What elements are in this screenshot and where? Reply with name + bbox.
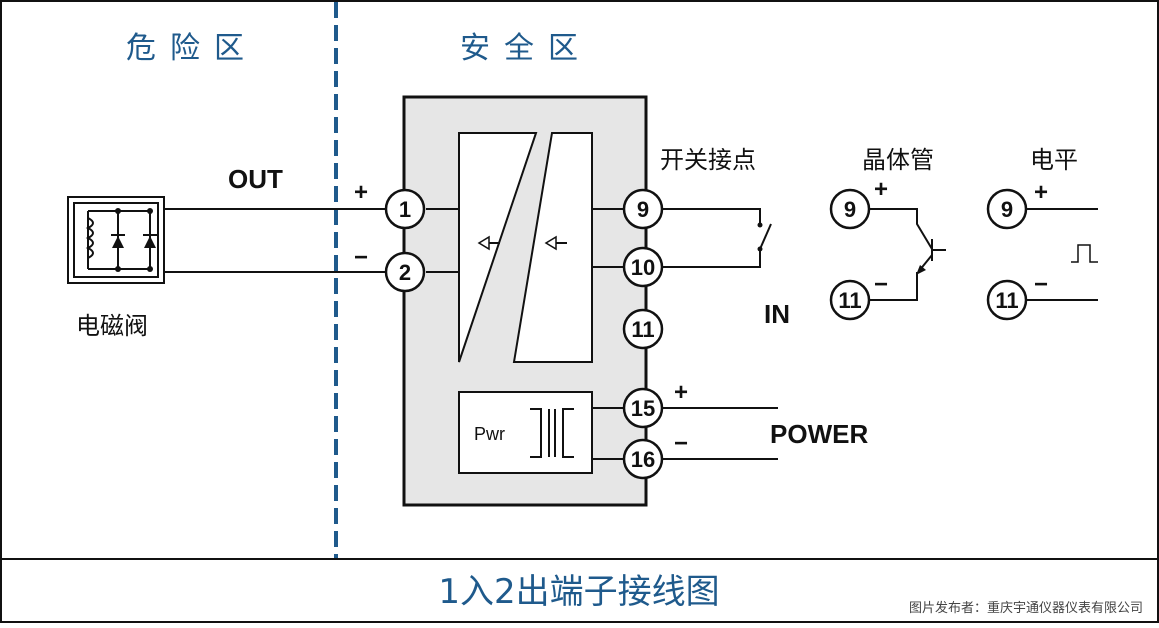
terminal-16: 16 (622, 438, 664, 480)
solenoid-valve-icon (67, 196, 165, 284)
transformer-icon (530, 408, 574, 458)
terminal-15: 15 (622, 387, 664, 429)
signal-arrow-icon (544, 235, 567, 251)
signal-arrow-icon (477, 235, 500, 251)
terminal-2: 2 (384, 251, 426, 293)
out-plus-sign: + (354, 179, 368, 206)
svg-text:1: 1 (399, 197, 411, 222)
solenoid-valve-label: 电磁阀 (76, 312, 148, 340)
pulse-icon (1071, 244, 1098, 263)
terminal-9: 9 (622, 188, 664, 230)
svg-text:11: 11 (838, 288, 861, 313)
safe-zone-label: 安全区 (460, 31, 592, 66)
level-minus-sign: − (1034, 271, 1048, 298)
switch-lower-wire (662, 249, 761, 268)
pwr-label: Pwr (474, 424, 505, 444)
transistor-terminal-11: 11 (829, 279, 871, 321)
svg-text:16: 16 (631, 447, 655, 472)
svg-text:15: 15 (631, 396, 655, 421)
in-label: IN (764, 299, 790, 329)
svg-text:9: 9 (637, 197, 649, 222)
output-channel-block (458, 132, 538, 363)
power-supply-block (458, 391, 593, 474)
level-terminal-9: 9 (986, 188, 1028, 230)
svg-text:10: 10 (631, 255, 655, 280)
switch-upper-wire (662, 208, 761, 224)
hazardous-zone-label: 危险区 (126, 31, 258, 66)
level-plus-sign: + (1034, 179, 1048, 206)
out-label: OUT (228, 164, 283, 194)
transistor-icon (869, 208, 946, 301)
out-minus-sign: − (354, 244, 368, 271)
publisher-credit: 图片发布者：重庆宇通仪器仪表有限公司 (909, 600, 1143, 616)
power-plus-sign: + (674, 379, 688, 406)
terminal-1: 1 (384, 188, 426, 230)
diagram-caption: 1入2出端子接线图 (438, 572, 719, 612)
svg-text:2: 2 (399, 260, 411, 285)
transistor-label: 晶体管 (862, 146, 934, 174)
power-minus-sign: − (674, 430, 688, 457)
transistor-minus-sign: − (874, 271, 888, 298)
svg-text:9: 9 (844, 197, 856, 222)
level-terminal-11: 11 (986, 279, 1028, 321)
level-label: 电平 (1030, 146, 1078, 174)
svg-text:9: 9 (1001, 197, 1013, 222)
transistor-terminal-9: 9 (829, 188, 871, 230)
svg-text:11: 11 (631, 317, 654, 342)
power-label: POWER (770, 419, 868, 449)
terminal-10: 10 (622, 246, 664, 288)
terminal-11: 11 (622, 308, 664, 350)
switch-contact-label: 开关接点 (660, 146, 756, 174)
switch-contact-icon (759, 223, 772, 250)
svg-text:11: 11 (995, 288, 1018, 313)
transistor-plus-sign: + (874, 176, 888, 203)
